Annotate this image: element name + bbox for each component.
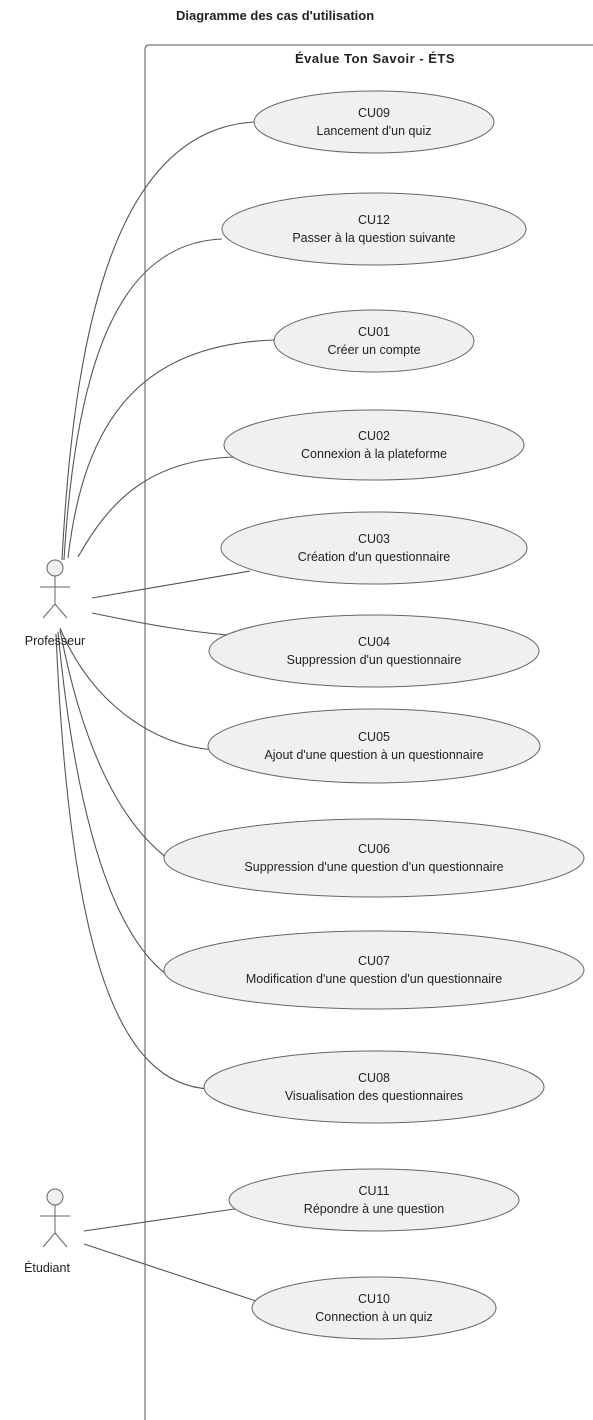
use-case-id: CU12 [358, 213, 390, 227]
system-name: Évalue Ton Savoir - ÉTS [295, 51, 455, 66]
use-case-ellipse [163, 818, 585, 898]
use-case-ellipse [208, 614, 540, 688]
actor-name: Étudiant [24, 1260, 70, 1275]
use-case-id: CU04 [358, 635, 390, 649]
association-line [55, 633, 211, 1090]
use-case-name: Connection à un quiz [315, 1310, 432, 1324]
association-line [83, 1206, 249, 1232]
associations [55, 121, 275, 1304]
association-line [63, 238, 223, 561]
use-case-ellipse [203, 1050, 545, 1124]
use-case-id: CU10 [358, 1292, 390, 1306]
association-line [59, 627, 215, 751]
use-case-name: Modification d'une question d'un questio… [246, 972, 502, 986]
use-case-name: Créer un compte [327, 343, 420, 357]
actor-etudiant[interactable]: Étudiant [24, 1188, 70, 1275]
actor-stick-figure-icon [40, 1188, 70, 1248]
association-line [91, 570, 251, 599]
use-case-ellipse [251, 1276, 497, 1340]
association-line [67, 339, 275, 559]
use-case-id: CU06 [358, 842, 390, 856]
use-case-name: Répondre à une question [304, 1202, 444, 1216]
actor-stick-figure-icon [40, 559, 70, 619]
use-case-name: Suppression d'une question d'un question… [244, 860, 503, 874]
use-case-id: CU05 [358, 730, 390, 744]
use-case-id: CU11 [358, 1184, 389, 1198]
use-case-ellipse [163, 930, 585, 1010]
use-case-name: Connexion à la plateforme [301, 447, 447, 461]
association-line [91, 612, 246, 637]
system-boundary [144, 44, 593, 1420]
use-case-name: Visualisation des questionnaires [285, 1089, 463, 1103]
use-case-ellipse [273, 309, 475, 373]
actor-name: Professeur [25, 634, 85, 648]
use-case-name: Création d'un questionnaire [298, 550, 451, 564]
use-case-ellipse [228, 1168, 520, 1232]
use-case-ellipse [223, 409, 525, 481]
use-case-name: Lancement d'un quiz [317, 124, 432, 138]
association-line [61, 121, 255, 561]
use-case-id: CU09 [358, 106, 390, 120]
use-case-ellipse [253, 90, 495, 154]
diagram-title: Diagramme des cas d'utilisation [176, 8, 374, 23]
use-case-ellipse [207, 708, 541, 784]
use-case-id: CU02 [358, 429, 390, 443]
use-case-name: Passer à la question suivante [292, 231, 455, 245]
use-case-name: Suppression d'un questionnaire [287, 653, 462, 667]
use-case-ellipse [220, 511, 528, 585]
use-case-id: CU03 [358, 532, 390, 546]
use-case-name: Ajout d'une question à un questionnaire [264, 748, 483, 762]
use-case-id: CU07 [358, 954, 390, 968]
association-line [77, 456, 235, 558]
use-case-id: CU01 [358, 325, 390, 339]
actor-professeur[interactable]: Professeur [25, 559, 85, 648]
association-line [83, 1243, 263, 1304]
association-line [57, 631, 211, 993]
use-case-id: CU08 [358, 1071, 390, 1085]
use-case-ellipse [221, 192, 527, 266]
